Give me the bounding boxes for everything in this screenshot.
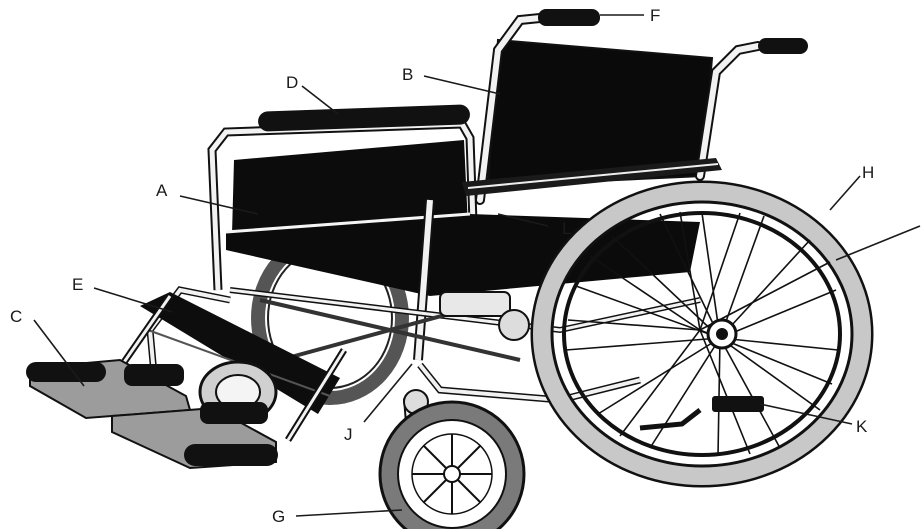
rear-wheel [532,182,872,486]
handle-grip-right [758,38,808,54]
label-e: E [72,275,83,294]
label-l: L [562,219,571,238]
label-h: H [862,163,874,182]
label-d: D [286,73,298,92]
handle-grip-left [538,9,600,26]
label-a: A [156,181,168,200]
leader-line-h [830,176,860,210]
label-c: C [10,307,22,326]
leader-line-h2 [836,226,920,260]
footrest-left [26,360,190,418]
leader-line-b [424,76,500,94]
label-j: J [344,425,353,444]
tipping-lever [712,396,764,412]
label-k: K [856,417,868,436]
label-b: B [402,65,413,84]
label-f: F [650,6,660,25]
caster-wheel-front [380,390,524,529]
label-g: G [272,507,285,526]
leader-line-g [296,510,402,516]
brake-lever [440,292,510,316]
